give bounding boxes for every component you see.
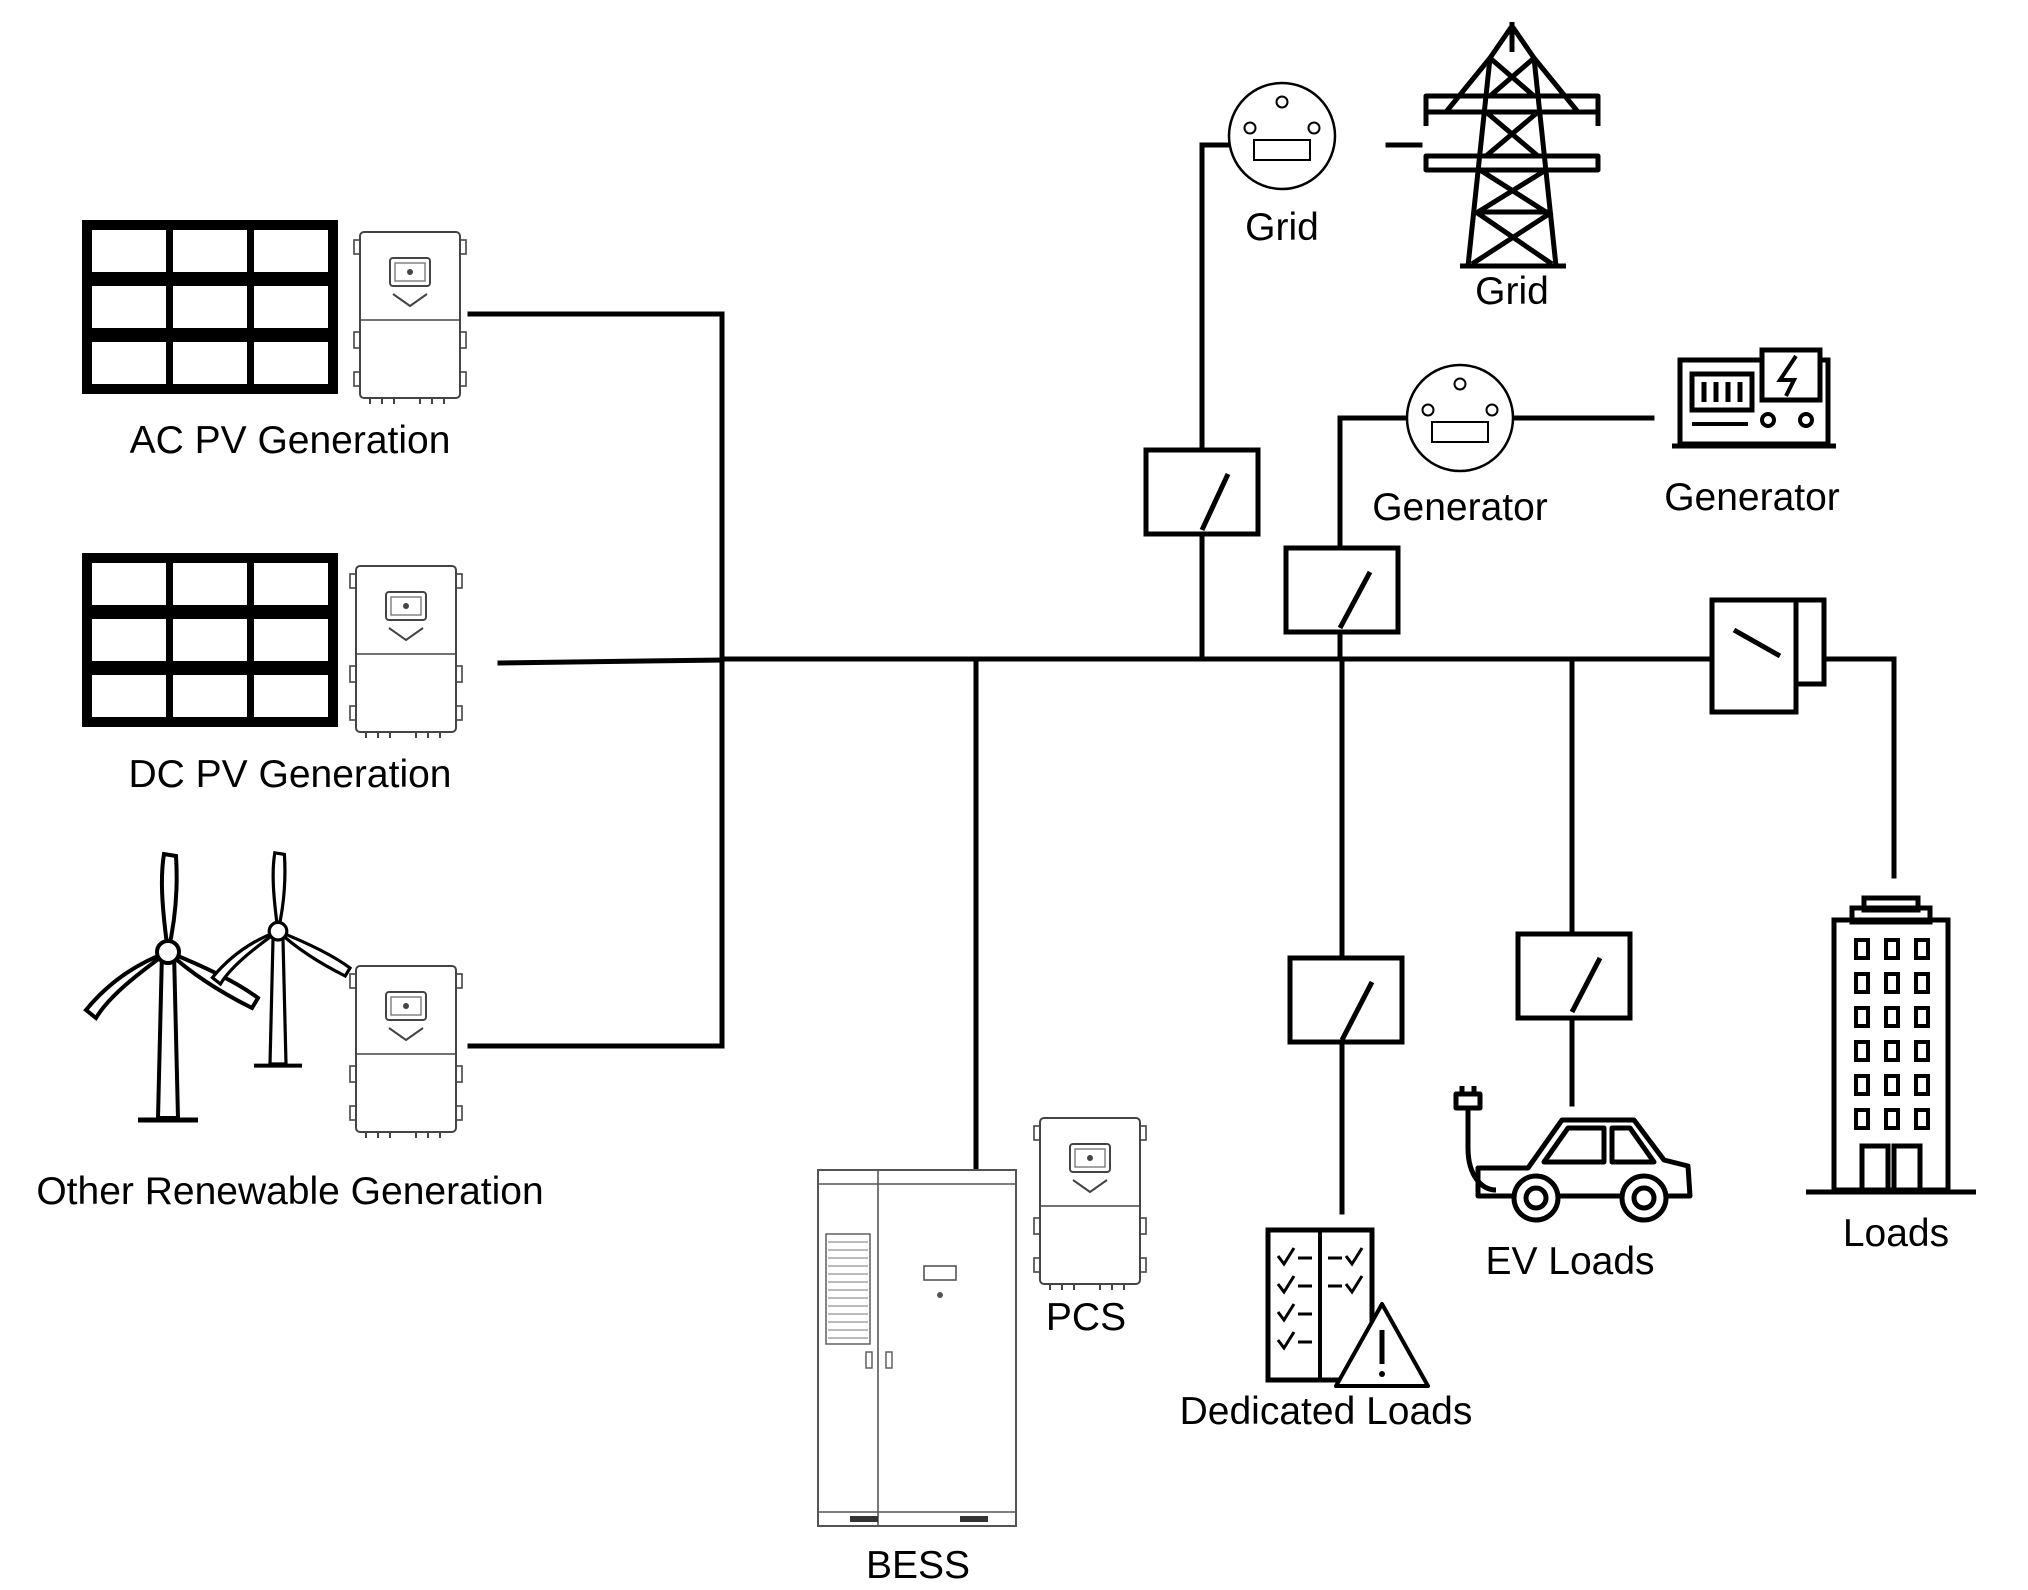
ac-pv-generation: AC PV Generation <box>82 220 467 462</box>
transmission-tower-icon <box>1423 22 1601 269</box>
generator-icon <box>1672 347 1836 449</box>
dc-pv-generation: DC PV Generation <box>82 553 463 796</box>
grid-switch-icon <box>1146 450 1258 534</box>
dedicated-loads: Dedicated Loads <box>1180 1227 1473 1433</box>
wind-turbine-icon <box>212 853 350 1066</box>
grid-tower: Grid <box>1423 22 1601 313</box>
label-grid-meter: Grid <box>1245 206 1319 249</box>
inverter-icon <box>349 565 463 739</box>
meter-icon <box>1227 81 1337 191</box>
generator-unit: Generator <box>1664 347 1840 519</box>
label-dedicated-loads: Dedicated Loads <box>1180 1390 1473 1433</box>
label-ac-pv: AC PV Generation <box>130 419 451 462</box>
meter-icon <box>1405 363 1515 473</box>
label-generator-meter: Generator <box>1372 486 1548 529</box>
wind-turbine-icon <box>86 854 258 1120</box>
solar-panel-icon <box>82 553 338 727</box>
label-generator-unit: Generator <box>1664 476 1840 519</box>
inverter-icon <box>349 965 463 1139</box>
loads: Loads <box>1806 895 1976 1255</box>
ev-loads: EV Loads <box>1453 1086 1693 1283</box>
server-rack-warning-icon <box>1265 1227 1430 1388</box>
pcs: PCS <box>1033 1117 1147 1339</box>
label-bess: BESS <box>866 1544 970 1587</box>
label-other-renewable: Other Renewable Generation <box>36 1170 543 1213</box>
inverter-icon <box>1033 1117 1147 1291</box>
label-loads: Loads <box>1843 1212 1949 1255</box>
electric-car-icon <box>1453 1086 1693 1223</box>
bess: BESS <box>817 1169 1017 1587</box>
label-pcs: PCS <box>1046 1296 1126 1339</box>
label-dc-pv: DC PV Generation <box>129 753 452 796</box>
generator-meter: Generator <box>1372 363 1548 529</box>
inverter-icon <box>353 231 467 405</box>
label-ev-loads: EV Loads <box>1485 1240 1654 1283</box>
battery-cabinet-icon <box>817 1169 1017 1527</box>
grid-meter: Grid <box>1227 81 1337 249</box>
solar-panel-icon <box>82 220 338 394</box>
building-icon <box>1806 895 1976 1195</box>
other-renewable-generation: Other Renewable Generation <box>36 853 544 1213</box>
bus-wiring <box>467 142 1897 1215</box>
label-grid-tower: Grid <box>1475 270 1549 313</box>
